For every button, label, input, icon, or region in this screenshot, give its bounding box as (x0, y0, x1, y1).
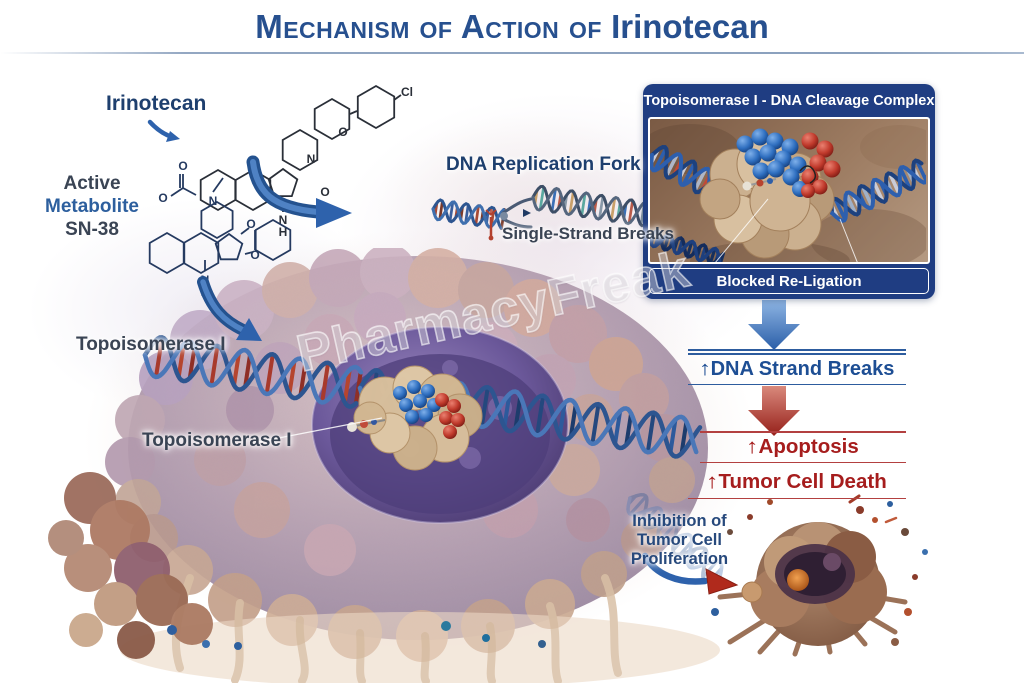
flow-label-dna-strand-breaks: DNA Strand Breaks (710, 358, 895, 380)
divider-line (688, 383, 906, 385)
active-metabolite-label: Active Metabolite SN-38 (40, 172, 144, 241)
title-prefix: Mechanism of Action of (255, 8, 602, 45)
inset-dna-left (650, 144, 741, 209)
divider-line (688, 353, 906, 355)
inset-footer: Blocked Re-Ligation (649, 268, 929, 294)
inhibition-line2: Tumor Cell Proliferation (630, 531, 729, 568)
inset-protein-blob (699, 135, 835, 259)
divider-line (700, 431, 906, 433)
title-underline (0, 52, 1024, 54)
inhibition-label: Inhibition of Tumor Cell Proliferation (592, 512, 767, 569)
dna-replication-fork-label: DNA Replication Fork (446, 154, 641, 175)
inhibition-line1: Inhibition of (632, 512, 727, 530)
cleavage-complex-inset: Topoisomerase I - DNA Cleavage Complex (643, 84, 935, 299)
flow-label-tumor-cell-death: Tumor Cell Death (718, 470, 887, 493)
title-drug-name: Irinotecan (611, 8, 769, 45)
inset-dna-right (829, 158, 926, 223)
tumor-cell-death-row: ↑ Tumor Cell Death (688, 465, 906, 499)
inset-image (648, 117, 930, 264)
flow-label-apoptosis: Apoptosis (758, 435, 859, 458)
divider-line (700, 461, 906, 463)
apoptosis-row: ↑ Apoptosis (700, 431, 906, 463)
divider-line (688, 497, 906, 499)
dna-strand-breaks-row: ↑ DNA Strand Breaks (688, 349, 906, 385)
up-arrow-icon: ↑ (745, 435, 759, 458)
up-arrow-icon: ↑ (698, 358, 711, 380)
metabolite-line2: Metabolite (45, 196, 139, 217)
divider-line (688, 349, 906, 351)
topoisomerase-label-2: Topoisomerase I (142, 430, 292, 451)
irinotecan-label: Irinotecan (106, 92, 207, 115)
inset-drug-spheres (736, 128, 841, 198)
metabolite-line1: Active (63, 173, 121, 194)
metabolite-line3: SN-38 (65, 219, 119, 240)
inset-header: Topoisomerase I - DNA Cleavage Complex (643, 92, 935, 109)
page-title: Mechanism of Action of Irinotecan (0, 8, 1024, 46)
topoisomerase-label-1: Topoisomerase I (76, 334, 226, 355)
single-strand-breaks-label: Single-Strand Breaks (502, 224, 674, 243)
up-arrow-icon: ↑ (705, 470, 719, 493)
